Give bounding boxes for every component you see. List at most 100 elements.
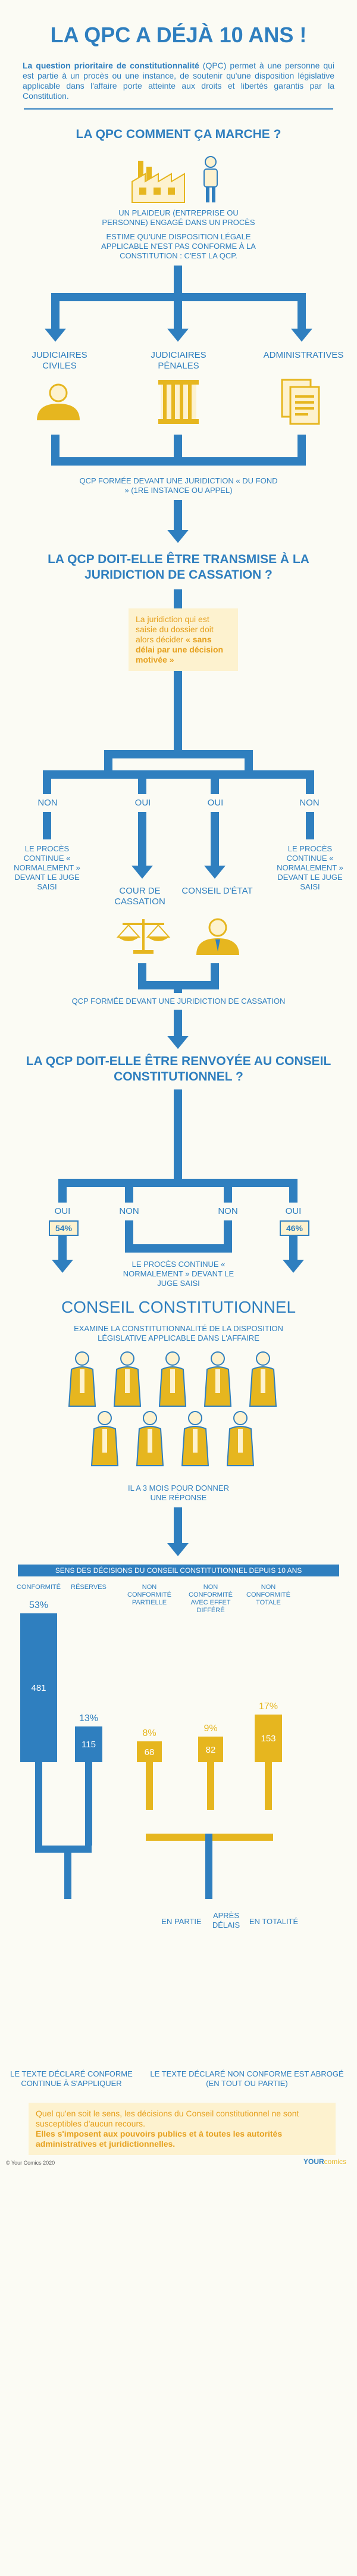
label-oui: OUI [134,798,151,808]
chart-count-label: 68 [144,1747,155,1757]
section3-heading: LA QCP DOIT-ELLE ÊTRE RENVOYÉE AU CONSEI… [26,1054,331,1084]
section4-sub: EXAMINE LA CONSTITUTIONNALITÉ DE LA DISP… [74,1324,283,1342]
flow-line [174,1010,182,1036]
jurisdiction-admin: ADMINISTRATIVES [263,350,344,360]
chart-bar [20,1613,57,1762]
note-bold: « sans délai par une décision motivée » [136,635,224,664]
flow-line [43,812,51,839]
flow-line [265,1762,272,1810]
flow-line [224,1179,232,1203]
flow-line [289,1179,298,1203]
court-conseil-etat: CONSEIL D'ÉTAT [181,886,253,896]
council-member-icon [158,1351,187,1407]
flow-line [146,1762,153,1810]
flow-line [174,266,182,293]
prison-bars-icon [158,380,199,424]
chart-category-label: CONFORMITÉ [17,1584,61,1591]
flow-line [174,1089,182,1179]
copyright: © Your Comics 2020 [6,2160,55,2166]
continue-text-center: LE PROCÈS CONTINUE « NORMALEMENT » DEVAN… [123,1260,234,1288]
flow-line [125,1244,232,1253]
flow-line [35,1762,42,1846]
chart-count-label: 481 [31,1683,46,1693]
flow-line [174,989,182,993]
council-members [65,1351,292,1470]
flow-line [104,750,253,758]
outcome-right-text: LE TEXTE DÉCLARÉ NON CONFORME EST ABROGÉ… [150,2069,344,2088]
flow-line [205,1834,212,1899]
flow-line [85,1762,92,1846]
flow-line [207,1762,214,1810]
section1-heading: LA QPC COMMENT ÇA MARCHE ? [76,127,281,141]
flow-line [138,812,146,866]
flow-line [125,1220,133,1247]
flow-line [51,435,60,458]
formed-text: QCP FORMÉE DEVANT UNE JURIDICTION « DU F… [79,476,278,495]
documents-icon [281,379,320,425]
chart-count-label: 153 [261,1734,276,1744]
flow-line [298,293,306,329]
arrow-head [45,329,66,342]
flow-line [64,1846,71,1899]
flow-line [298,435,306,458]
flow-line [58,1179,67,1203]
arrow-head [52,1260,73,1273]
page-title: LA QPC A DÉJÀ 10 ANS ! [50,23,307,47]
chart-percent-label: 8% [142,1728,156,1738]
official-icon [196,918,239,955]
intro-lead: La question prioritaire de constitutionn… [23,61,199,70]
chart-count-label: 82 [205,1744,216,1755]
intro-rest: (QPC) permet à une personne qui est part… [23,61,334,101]
arrow-head [283,1260,304,1273]
flow-line [138,981,219,989]
formed2-text: QCP FORMÉE DEVANT UNE JURIDICTION DE CAS… [71,997,286,1006]
flow-line [43,770,51,794]
outcome-deferred: APRÈS DÉLAIS [212,1911,240,1929]
chart-percent-label: 53% [29,1600,49,1610]
court-cassation: COUR DE CASSATION [114,886,165,907]
intro-text: La question prioritaire de constitutionn… [23,61,334,101]
final-plain: Quel qu'en soit le sens, les décisions d… [36,2109,299,2128]
logo-comics: comics [324,2157,347,2166]
plaintiff-text: UN PLAIDEUR (ENTREPRISE OU PERSONNE) ENG… [102,208,255,227]
pct-right-badge: 46% [280,1220,309,1236]
flow-line [174,685,182,754]
chart-bar [198,1737,223,1762]
chart-count-label: 115 [82,1740,96,1750]
chart-category-label: NON CONFORMITÉ AVEC EFFET DIFFÉRÉ [189,1584,233,1614]
arrow-head [167,530,189,543]
estimate-text: ESTIME QU'UNE DISPOSITION LÉGALE APPLICA… [101,232,256,260]
pct-left-badge: 54% [49,1220,79,1236]
judge-icon [37,383,80,420]
council-member-icon [249,1351,277,1407]
council-member-icon [203,1351,232,1407]
section4-heading: CONSEIL CONSTITUTIONNEL [61,1298,296,1316]
flow-line [125,1179,133,1203]
flow-line [174,293,182,329]
final-bold: Elles s'imposent aux pouvoirs publics et… [36,2129,283,2149]
council-member-icon [226,1411,255,1466]
flow-line [174,1507,182,1543]
continue-text-right: LE PROCÈS CONTINUE « NORMALEMENT » DEVAN… [277,844,343,891]
jurisdiction-penal: JUDICIAIRES PÉNALES [151,350,206,371]
logo-your: YOUR [303,2157,324,2166]
flow-line [211,812,219,866]
council-member-icon [90,1411,119,1466]
flow-line [224,1220,232,1247]
arrow-head [167,329,189,342]
chart-category-label: NON CONFORMITÉ PARTIELLE [127,1584,171,1606]
label-non: NON [37,798,58,808]
arrow-head [167,1543,189,1556]
person-icon [203,156,218,202]
chart-bar [75,1726,102,1762]
label-oui: OUI [207,798,224,808]
arrow-head [204,866,226,879]
delay-text: IL A 3 MOIS POUR DONNER UNE RÉPONSE [127,1484,229,1502]
chart-percent-label: 13% [79,1713,99,1723]
council-member-icon [181,1411,209,1466]
footer-logo: YOURcomics [303,2157,346,2166]
arrow-head [291,329,312,342]
continue-text-left: LE PROCÈS CONTINUE « NORMALEMENT » DEVAN… [14,844,80,891]
section2-heading: LA QCP DOIT-ELLE ÊTRE TRANSMISE À LA JUR… [48,552,309,582]
